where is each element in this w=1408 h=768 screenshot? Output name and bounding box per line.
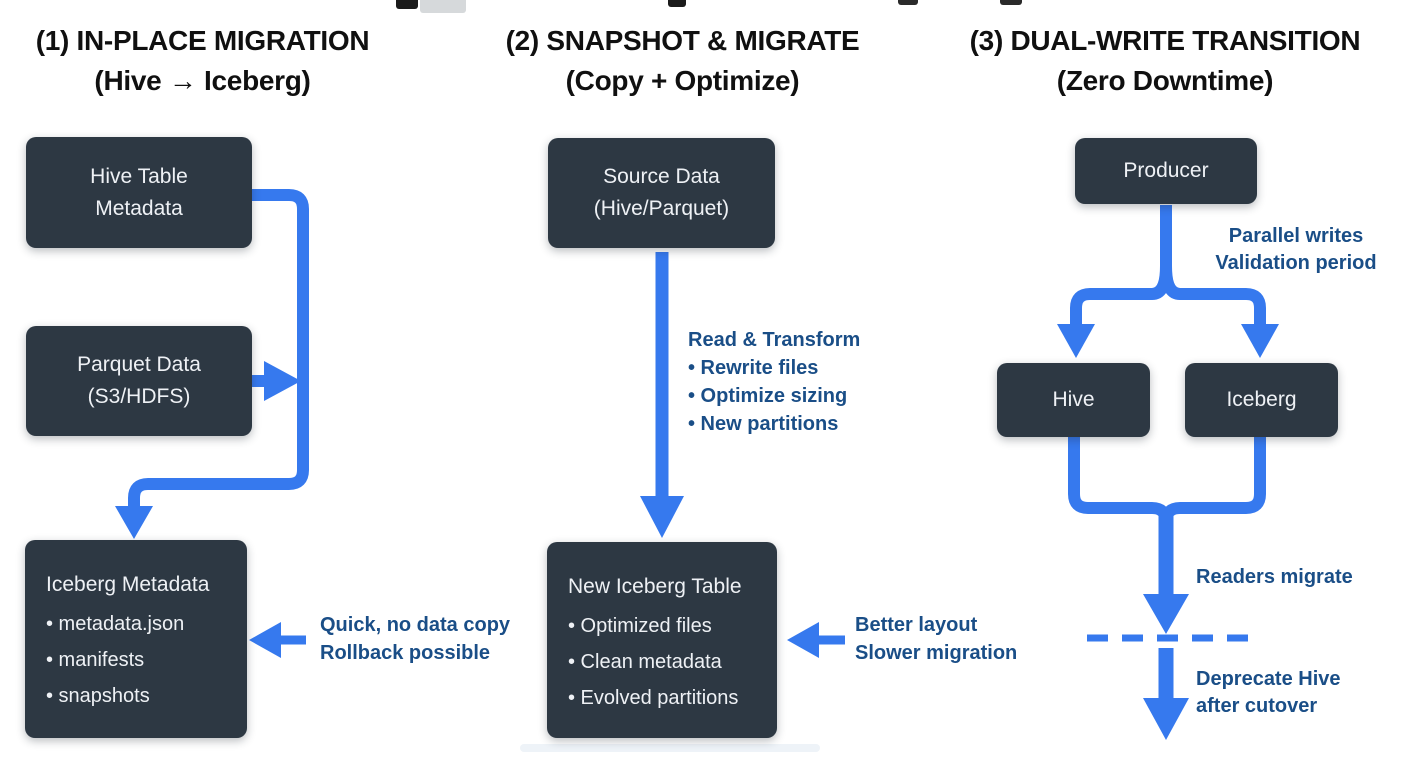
annotation-arrowhead-col2 — [787, 622, 819, 658]
node-parquet-data: Parquet Data (S3/HDFS) — [26, 326, 252, 436]
node-source-data-line1: Source Data — [603, 165, 720, 188]
annotation-col1: Quick, no data copy Rollback possible — [320, 611, 510, 667]
process-label-bullet-3: • New partitions — [688, 413, 839, 435]
column3-title-line1: (3) DUAL-WRITE TRANSITION — [969, 25, 1361, 56]
arrowhead-deprecate-hive — [1143, 698, 1189, 740]
node-source-data: Source Data (Hive/Parquet) — [548, 138, 775, 248]
node-new-iceberg-table-bullet-2: • Clean metadata — [568, 651, 722, 673]
artifact-smudge-3 — [668, 0, 686, 7]
column1-title-line2: (Hive → Iceberg) — [94, 65, 311, 96]
column3-title: (3) DUAL-WRITE TRANSITION (Zero Downtime… — [950, 21, 1380, 101]
node-hive-label: Hive — [1052, 388, 1095, 411]
annotation-col2-line2: Slower migration — [855, 642, 1018, 664]
node-parquet-data-line1: Parquet Data — [77, 353, 201, 376]
process-label-bullet-2: • Optimize sizing — [688, 385, 848, 407]
annotation-arrowhead-col1 — [249, 622, 281, 658]
label-parallel-writes-line1: Parallel writes — [1228, 225, 1364, 247]
node-iceberg-metadata-bullet-1: • metadata.json — [46, 613, 185, 635]
process-label-bullet-1: • Rewrite files — [688, 357, 819, 379]
merge-branch-from-iceberg — [1160, 437, 1266, 523]
node-new-iceberg-table-bullet-1: • Optimized files — [568, 615, 712, 637]
artifact-smudge-1 — [396, 0, 418, 9]
merge-branch-from-hive — [1068, 437, 1172, 523]
label-readers-migrate-line1: Readers migrate — [1196, 566, 1353, 588]
node-source-data-line2: (Hive/Parquet) — [593, 197, 730, 220]
process-label-title: Read & Transform — [688, 329, 861, 351]
node-hive: Hive — [997, 363, 1150, 437]
label-deprecate-hive-line2: after cutover — [1196, 695, 1318, 717]
node-iceberg-label: Iceberg — [1226, 388, 1297, 411]
node-hive-table-metadata-line1: Hive Table — [90, 164, 188, 188]
label-readers-migrate: Readers migrate — [1196, 563, 1353, 591]
artifact-smudge-5 — [1000, 0, 1022, 5]
artifact-smear-bottom — [520, 744, 820, 752]
label-deprecate-hive-line1: Deprecate Hive — [1196, 668, 1341, 690]
column1-title-line1: (1) IN-PLACE MIGRATION — [35, 25, 370, 56]
process-label-read-transform: Read & Transform • Rewrite files • Optim… — [688, 326, 860, 438]
arrowhead-into-new-table — [640, 496, 684, 538]
node-new-iceberg-table: New Iceberg Table • Optimized files • Cl… — [547, 542, 777, 738]
column2-title-line1: (2) SNAPSHOT & MIGRATE — [505, 25, 860, 56]
column2-title-line2: (Copy + Optimize) — [565, 65, 800, 96]
node-iceberg-metadata-bullet-2: • manifests — [46, 649, 145, 671]
annotation-col1-line2: Rollback possible — [320, 642, 491, 664]
node-iceberg-metadata-title: Iceberg Metadata — [46, 573, 210, 596]
arrowhead-readers-migrate — [1143, 594, 1189, 634]
artifact-smudge-4 — [898, 0, 918, 5]
annotation-col1-line1: Quick, no data copy — [320, 614, 511, 636]
label-parallel-writes-line2: Validation period — [1215, 252, 1377, 274]
column1-title: (1) IN-PLACE MIGRATION (Hive → Iceberg) — [10, 21, 395, 101]
node-parquet-data-line2: (S3/HDFS) — [87, 385, 191, 408]
column2-title: (2) SNAPSHOT & MIGRATE (Copy + Optimize) — [490, 21, 875, 101]
artifact-smudge-2 — [420, 0, 466, 13]
arrowhead-into-iceberg — [1241, 324, 1279, 358]
node-hive-table-metadata-line2: Metadata — [95, 196, 183, 220]
annotation-col2: Better layout Slower migration — [855, 611, 1017, 667]
node-new-iceberg-table-title: New Iceberg Table — [568, 575, 742, 598]
arrowhead-parquet-to-merge — [264, 361, 301, 401]
fork-branch-to-iceberg — [1160, 265, 1266, 328]
node-iceberg: Iceberg — [1185, 363, 1338, 437]
label-parallel-writes: Parallel writes Validation period — [1206, 223, 1386, 277]
annotation-col2-line1: Better layout — [855, 614, 978, 636]
label-deprecate-hive: Deprecate Hive after cutover — [1196, 666, 1341, 720]
connector-hive-metadata-to-iceberg-metadata — [128, 189, 309, 510]
node-iceberg-metadata-bullet-3: • snapshots — [46, 685, 150, 707]
node-producer-label: Producer — [1123, 159, 1209, 182]
node-hive-table-metadata: Hive Table Metadata — [26, 137, 252, 248]
arrowhead-into-hive — [1057, 324, 1095, 358]
fork-branch-to-hive — [1070, 265, 1172, 328]
column3-title-line2: (Zero Downtime) — [1056, 65, 1274, 96]
arrowhead-into-iceberg-metadata — [115, 506, 153, 539]
node-producer: Producer — [1075, 138, 1257, 204]
node-iceberg-metadata: Iceberg Metadata • metadata.json • manif… — [25, 540, 247, 738]
node-new-iceberg-table-bullet-3: • Evolved partitions — [568, 687, 739, 709]
